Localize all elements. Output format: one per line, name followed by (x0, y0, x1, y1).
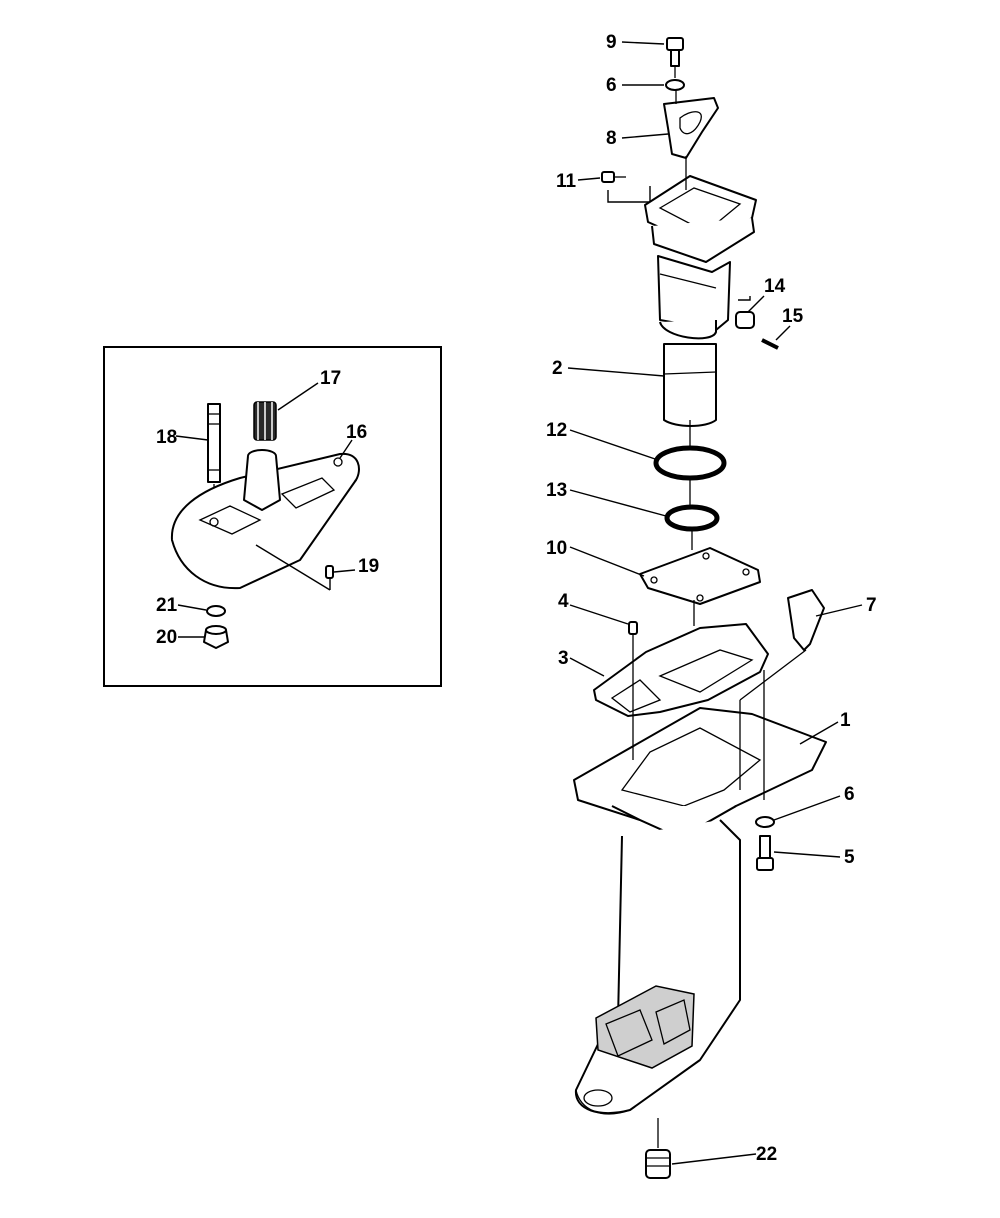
alignment-lines (632, 66, 807, 1148)
callout-1: 1 (840, 710, 851, 731)
dowel-part (628, 621, 638, 635)
callout-7: 7 (866, 595, 877, 616)
exhaust-tube-part (644, 175, 757, 427)
callout-8: 8 (606, 128, 617, 149)
pin-part (325, 565, 334, 579)
gasket-part (639, 547, 761, 605)
callout-12: 12 (546, 420, 567, 441)
stud-part (207, 403, 221, 520)
callout-22: 22 (756, 1144, 777, 1165)
callout-18: 18 (156, 427, 177, 448)
seal-ring-small-part (664, 504, 720, 532)
leader-16 (339, 439, 353, 459)
seal-ring-part (653, 445, 727, 481)
cover-part (787, 589, 825, 651)
leader-lines (567, 41, 863, 1165)
leader-21 (177, 604, 207, 611)
callout-14: 14 (764, 276, 786, 297)
callout-13: 13 (546, 480, 567, 501)
callout-19: 19 (358, 556, 379, 577)
screw-part (601, 171, 651, 203)
bolt-lower-part (756, 835, 774, 871)
nut-part (203, 625, 229, 649)
leader-18 (175, 435, 209, 441)
washer-top-part (665, 79, 685, 91)
callout-15: 15 (782, 306, 804, 327)
callout-17: 17 (320, 368, 341, 389)
callout-3: 3 (558, 648, 569, 669)
bracket-part (663, 97, 719, 159)
callout-11: 11 (556, 171, 577, 192)
pump-base-part (170, 449, 360, 591)
driveshaft-housing-part (573, 707, 827, 1115)
inset-frame (103, 346, 442, 687)
callout-16: 16 (346, 422, 367, 443)
bolt-top-part (666, 37, 684, 67)
callout-6-lower: 6 (844, 784, 855, 805)
adaptor-plate-part (593, 623, 769, 717)
callout-6-top: 6 (606, 75, 617, 96)
callout-4: 4 (558, 591, 569, 612)
callout-5: 5 (844, 847, 855, 868)
impeller-part (253, 401, 277, 441)
grommet-part (735, 296, 755, 329)
callout-2: 2 (552, 358, 563, 379)
callout-20: 20 (156, 627, 177, 648)
drain-plug-part (645, 1149, 671, 1179)
washer-part (206, 605, 226, 617)
callout-21: 21 (156, 595, 178, 616)
leader-17 (277, 382, 319, 411)
washer-lower-part (755, 816, 775, 828)
leader-19 (333, 569, 356, 573)
callout-10: 10 (546, 538, 567, 559)
callout-9: 9 (606, 32, 617, 53)
pin-small-part (761, 338, 779, 350)
